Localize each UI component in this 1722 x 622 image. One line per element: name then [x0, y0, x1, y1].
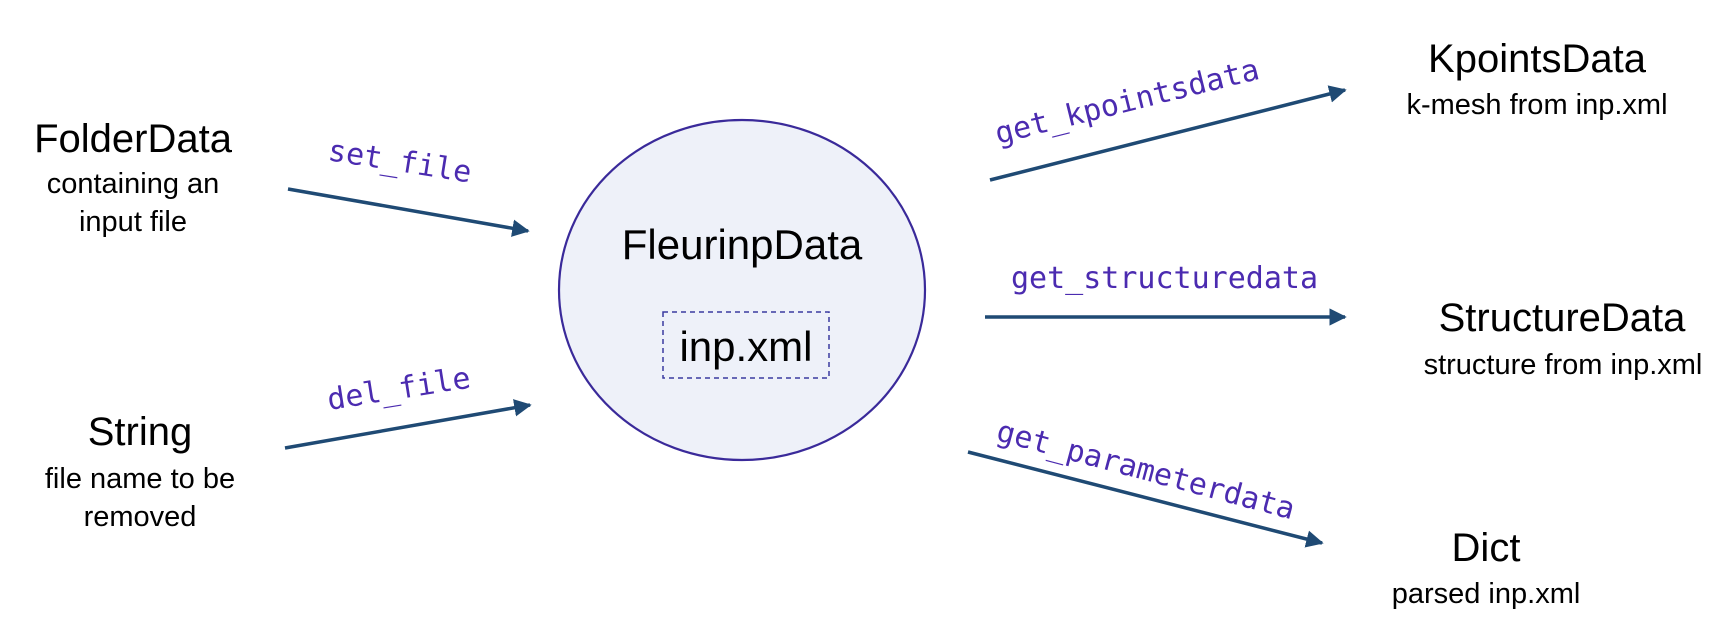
- dict-title: Dict: [1452, 526, 1521, 570]
- string-subtitle-line-1: file name to be: [45, 463, 235, 495]
- string-title: String: [88, 410, 193, 454]
- structuredata-title: StructureData: [1439, 296, 1687, 340]
- output-kpointsdata: KpointsData k-mesh from inp.xml: [1406, 37, 1667, 121]
- fleurinpdata-node: FleurinpData inp.xml: [557, 118, 927, 462]
- set-file-label: set_file: [326, 133, 474, 190]
- del-file-arrow: [284, 399, 532, 450]
- output-dict: Dict parsed inp.xml: [1392, 526, 1581, 610]
- inp-xml-box: [662, 311, 830, 379]
- del-file-label: del_file: [325, 361, 473, 418]
- get-kpointsdata-arrow: [989, 85, 1347, 182]
- input-string: String file name to be removed: [45, 410, 235, 533]
- get-structuredata-label: get_structuredata: [1011, 261, 1318, 296]
- fleurinpdata-circle: [557, 118, 927, 462]
- kpointsdata-subtitle: k-mesh from inp.xml: [1406, 89, 1667, 121]
- folderdata-subtitle-line-2: input file: [79, 206, 187, 238]
- structuredata-subtitle: structure from inp.xml: [1424, 349, 1703, 381]
- set-file-arrow: [287, 187, 530, 237]
- folderdata-subtitle-line-1: containing an: [47, 168, 220, 200]
- fleurinpdata-title: FleurinpData: [622, 221, 863, 268]
- string-subtitle-line-2: removed: [84, 501, 197, 533]
- input-folderdata: FolderData containing an input file: [34, 117, 233, 238]
- get-parameterdata-arrow: [967, 450, 1324, 548]
- dict-subtitle: parsed inp.xml: [1392, 578, 1581, 610]
- folderdata-title: FolderData: [34, 117, 233, 161]
- output-structuredata: StructureData structure from inp.xml: [1424, 296, 1703, 381]
- inp-xml-label: inp.xml: [679, 323, 812, 370]
- kpointsdata-title: KpointsData: [1428, 37, 1647, 81]
- get-kpointsdata-label: get_kpointsdata: [991, 52, 1262, 152]
